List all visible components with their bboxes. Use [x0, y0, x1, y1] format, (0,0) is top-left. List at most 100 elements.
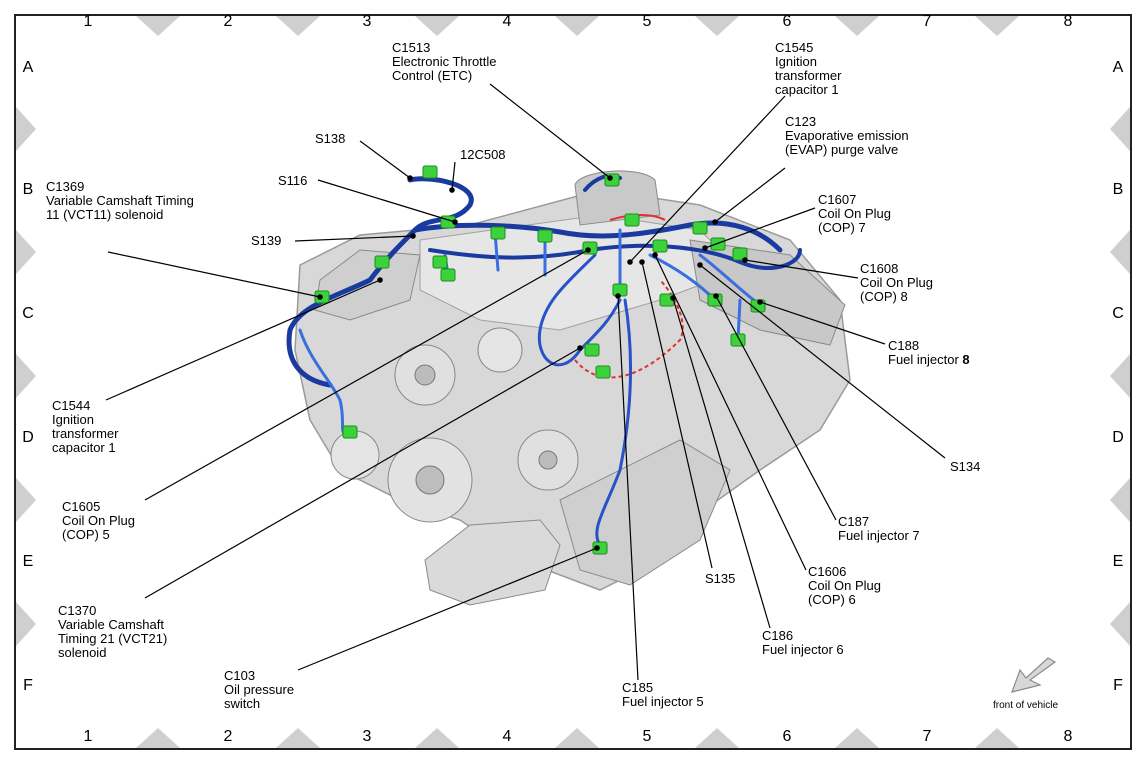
leader-c1369	[107, 251, 321, 298]
leader-c103	[297, 547, 598, 671]
grid-triangle-bottom-6	[835, 728, 879, 748]
leader-c1513	[489, 83, 611, 179]
leader-dot-c187	[713, 293, 719, 299]
connector-upper-1	[490, 226, 506, 240]
grid-triangle-top-4	[555, 16, 599, 36]
callout-c188: C188 Fuel injector 8	[888, 339, 970, 367]
leader-c187	[715, 295, 837, 521]
leader-dot-c1607	[702, 245, 708, 251]
leader-dot-s134	[697, 262, 703, 268]
callout-c103-id: C103	[224, 668, 256, 683]
leader-c1370	[144, 347, 581, 599]
callout-12c508-id: 12C508	[460, 147, 506, 162]
callout-c1605-desc: Coil On Plug (COP) 5	[62, 513, 135, 542]
leader-dot-c1513	[607, 175, 613, 181]
leader-dot-c1370	[577, 345, 583, 351]
leader-s134	[699, 264, 946, 459]
connector-c1607	[710, 237, 726, 251]
grid-column-label-7-top: 7	[922, 13, 932, 30]
callout-c187-id: C187	[838, 514, 870, 529]
grid-triangle-top-3	[415, 16, 459, 36]
callout-c1544-desc: Ignition transformer capacitor 1	[52, 412, 119, 455]
red-wire	[574, 279, 684, 379]
callout-s116: S116	[278, 174, 307, 188]
grid-triangle-top-7	[975, 16, 1019, 36]
grid-triangle-top-1	[136, 16, 180, 36]
grid-column-label-6-bottom: 6	[782, 728, 792, 745]
connector-upper-2	[537, 229, 553, 243]
grid-triangle-top-2	[276, 16, 320, 36]
grid-row-label-A-right: A	[1112, 59, 1124, 76]
grid-column-label-1-top: 1	[83, 13, 93, 30]
callout-c1545: C1545 Ignition transformer capacitor 1	[775, 41, 865, 97]
leader-dot-s116	[452, 219, 458, 225]
grid-column-label-8-top: 8	[1063, 13, 1073, 30]
callout-12c508: 12C508	[460, 148, 506, 162]
callout-c1513-desc: Electronic Throttle Control (ETC)	[392, 54, 497, 83]
grid-triangle-bottom-2	[276, 728, 320, 748]
engine-illustration	[294, 170, 851, 606]
callout-s138: S138	[315, 132, 345, 146]
callout-c1544: C1544 Ignition transformer capacitor 1	[52, 399, 147, 455]
leader-dot-s135	[639, 259, 645, 265]
leader-dot-c1608	[742, 257, 748, 263]
leader-dot-c186	[670, 295, 676, 301]
callout-c188-id: C188	[888, 338, 920, 353]
grid-triangle-top-6	[835, 16, 879, 36]
pulley-hub	[414, 364, 436, 386]
leader-c1608	[744, 259, 859, 279]
callout-c1606-id: C1606	[808, 564, 847, 579]
grid-column-label-4-top: 4	[502, 13, 512, 30]
callout-c123-desc: Evaporative emission (EVAP) purge valve	[785, 128, 909, 157]
harness-down	[537, 253, 622, 367]
callout-c1605-id: C1605	[62, 499, 101, 514]
grid-triangle-left-1	[16, 107, 36, 151]
grid-triangle-right-4	[1110, 478, 1130, 522]
connector-c1369	[374, 255, 390, 269]
leader-dot-c185	[615, 293, 621, 299]
connector-c1370	[595, 365, 611, 379]
callout-c185-desc: Fuel injector 5	[622, 694, 704, 709]
callout-c186: C186 Fuel injector 6	[762, 629, 844, 657]
leader-c1607	[704, 207, 816, 249]
leader-dot-c103	[594, 545, 600, 551]
callout-s138-id: S138	[315, 131, 346, 146]
callout-c1605: C1605 Coil On Plug (COP) 5	[62, 500, 157, 542]
connector-c1608	[732, 247, 748, 261]
connector-c123	[692, 221, 708, 235]
callout-c103-desc: Oil pressure switch	[224, 682, 295, 711]
grid-triangle-left-2	[16, 230, 36, 274]
leader-12c508	[451, 161, 456, 191]
grid-row-label-F-left: F	[23, 677, 33, 694]
grid-row-label-D-left: D	[22, 429, 34, 446]
callout-c1607-id: C1607	[818, 192, 857, 207]
callout-c1369-desc: Variable Camshaft Timing 11 (VCT11) sole…	[46, 193, 194, 222]
callout-c186-desc: Fuel injector 6	[762, 642, 844, 657]
callout-c1369-id: C1369	[46, 179, 85, 194]
connector-c1544-b	[342, 425, 358, 439]
leader-dot-c1606	[652, 252, 658, 258]
pulley-crank-hub	[415, 465, 445, 495]
callout-c187-desc: Fuel injector 7	[838, 528, 920, 543]
callout-s135-id: S135	[705, 571, 736, 586]
callout-c123-id: C123	[785, 114, 817, 129]
leader-dot-12c508	[449, 187, 455, 193]
grid-triangle-left-4	[16, 478, 36, 522]
grid-column-label-2-top: 2	[223, 13, 233, 30]
leader-s135	[641, 261, 713, 569]
connector-c1545	[652, 239, 668, 253]
grid-row-label-E-left: E	[22, 553, 34, 570]
grid-triangle-right-2	[1110, 230, 1130, 274]
leader-dot-c123	[712, 219, 718, 225]
callout-c186-id: C186	[762, 628, 794, 643]
harness-top-run	[412, 220, 783, 253]
leader-dot-s138	[407, 175, 413, 181]
grid-row-label-C-right: C	[1112, 305, 1124, 322]
leader-dot-c1369	[317, 294, 323, 300]
leader-s138	[359, 140, 411, 179]
callout-c1545-desc: Ignition transformer capacitor 1	[775, 54, 842, 97]
leader-c123	[714, 167, 786, 223]
grid-triangle-right-3	[1110, 354, 1130, 398]
callout-c1608-desc: Coil On Plug (COP) 8	[860, 275, 933, 304]
